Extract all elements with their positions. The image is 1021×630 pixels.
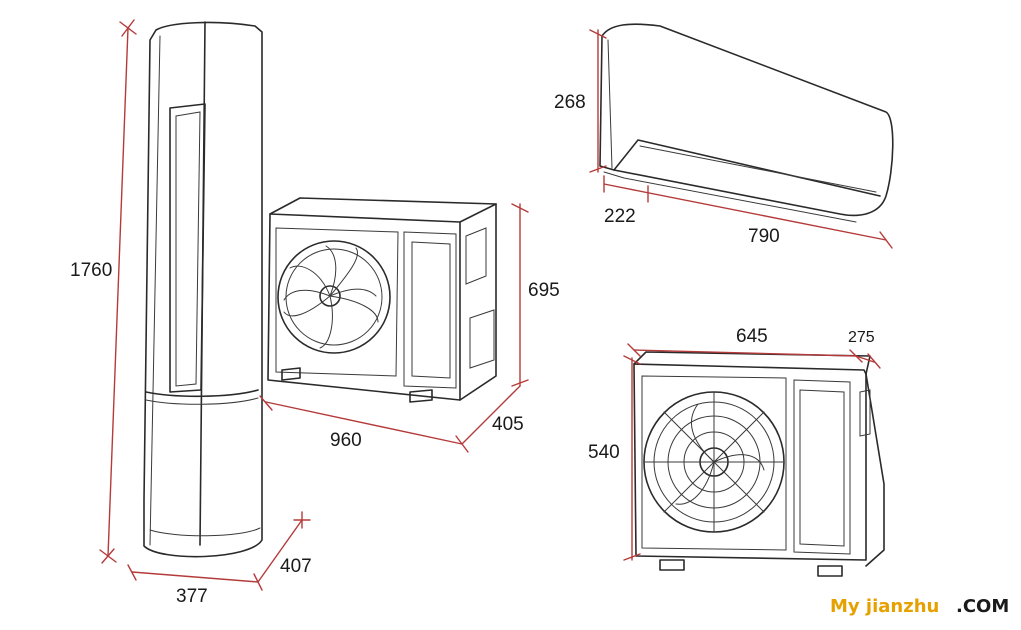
label-large-height: 695 [528, 280, 560, 301]
label-floor-depth: 407 [280, 556, 312, 577]
dimension-large-width: 960 [259, 395, 469, 453]
floor-standing-unit [143, 21, 263, 558]
dimension-wall-height: 268 [554, 29, 607, 173]
dimension-small-height: 540 [588, 355, 641, 561]
label-small-height: 540 [588, 442, 620, 463]
dimension-floor-height: 1760 [70, 19, 137, 564]
label-floor-height: 1760 [70, 260, 112, 281]
fan-grille-small [643, 391, 785, 533]
label-large-depth: 405 [492, 414, 524, 435]
dimension-wall-depth-width: 222 790 [603, 175, 893, 249]
dimension-floor-width: 377 [127, 564, 263, 607]
watermark-text-secondary: .COM [956, 596, 1009, 617]
label-large-width: 960 [330, 430, 362, 451]
outdoor-unit-large [267, 197, 497, 403]
outdoor-unit-small [633, 351, 885, 577]
label-wall-height: 268 [554, 92, 586, 113]
label-wall-width: 790 [748, 226, 780, 247]
label-small-depth: 275 [848, 329, 875, 346]
label-floor-width: 377 [176, 586, 208, 607]
watermark-text-primary: My jianzhu [830, 596, 939, 617]
fan-blades-large [283, 245, 379, 349]
wall-mounted-unit [599, 23, 894, 223]
dimension-floor-depth: 407 [257, 511, 312, 583]
label-small-width: 645 [736, 326, 768, 347]
label-wall-depth: 222 [604, 206, 636, 227]
dimension-small-depth: 275 [848, 329, 881, 369]
dimension-small-width: 645 [627, 326, 863, 363]
dimension-large-height: 695 [511, 203, 560, 387]
dimension-large-depth: 405 [461, 385, 524, 445]
watermark: My jianzhu .COM [830, 596, 1009, 617]
